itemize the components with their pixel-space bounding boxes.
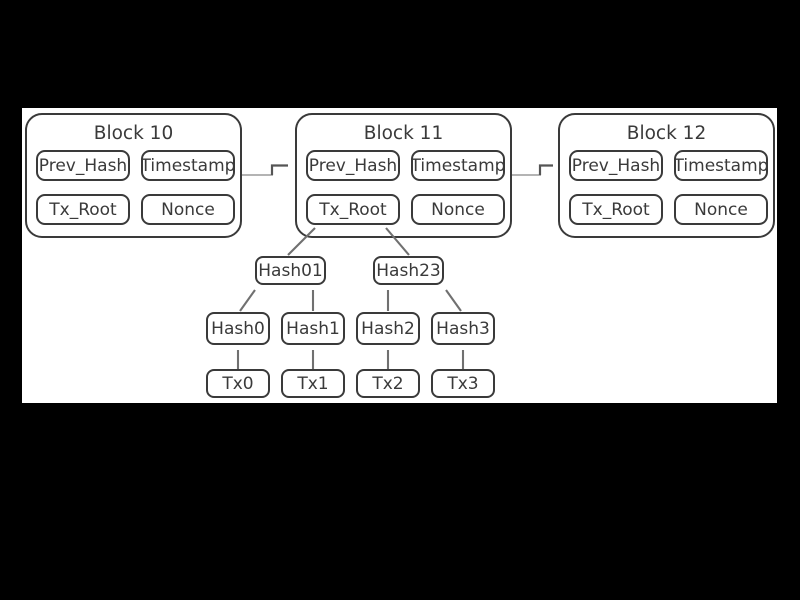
block-10-tx-root-field: Tx_Root xyxy=(36,194,130,225)
block-10: Block 10 Prev_Hash Timestamp Tx_Root Non… xyxy=(25,113,242,238)
merkle-node-hash1: Hash1 xyxy=(281,312,345,345)
block-10-title: Block 10 xyxy=(93,123,174,144)
block-12-tx-root-field: Tx_Root xyxy=(569,194,663,225)
block-10-prev-hash-field: Prev_Hash xyxy=(36,150,130,181)
merkle-node-hash0: Hash0 xyxy=(206,312,270,345)
arrow-block11-to-block12-prev-hash xyxy=(538,164,553,175)
block-11-nonce-field: Nonce xyxy=(411,194,505,225)
merkle-node-tx3: Tx3 xyxy=(431,369,495,398)
block-10-nonce-field: Nonce xyxy=(141,194,235,225)
block-10-timestamp-field: Timestamp xyxy=(141,150,235,181)
arrow-hash0-to-hash01 xyxy=(239,289,256,312)
merkle-node-hash2: Hash2 xyxy=(356,312,420,345)
merkle-node-tx1: Tx1 xyxy=(281,369,345,398)
block-11-timestamp-field: Timestamp xyxy=(411,150,505,181)
merkle-node-hash01: Hash01 xyxy=(255,256,326,285)
block-11: Block 11 Prev_Hash Timestamp Tx_Root Non… xyxy=(295,113,512,238)
blockchain-diagram-canvas: Block 10 Prev_Hash Timestamp Tx_Root Non… xyxy=(22,108,777,403)
block-12-nonce-field: Nonce xyxy=(674,194,768,225)
block-11-prev-hash-field: Prev_Hash xyxy=(306,150,400,181)
block-11-tx-root-field: Tx_Root xyxy=(306,194,400,225)
merkle-node-hash3: Hash3 xyxy=(431,312,495,345)
arrow-block10-to-block11-prev-hash xyxy=(270,164,288,175)
block-12-title: Block 12 xyxy=(626,123,707,144)
block-12: Block 12 Prev_Hash Timestamp Tx_Root Non… xyxy=(558,113,775,238)
arrow-hash3-to-hash23 xyxy=(445,289,462,312)
block-12-prev-hash-field: Prev_Hash xyxy=(569,150,663,181)
block-12-timestamp-field: Timestamp xyxy=(674,150,768,181)
block-11-title: Block 11 xyxy=(363,123,444,144)
merkle-node-tx2: Tx2 xyxy=(356,369,420,398)
merkle-node-tx0: Tx0 xyxy=(206,369,270,398)
merkle-node-hash23: Hash23 xyxy=(373,256,444,285)
